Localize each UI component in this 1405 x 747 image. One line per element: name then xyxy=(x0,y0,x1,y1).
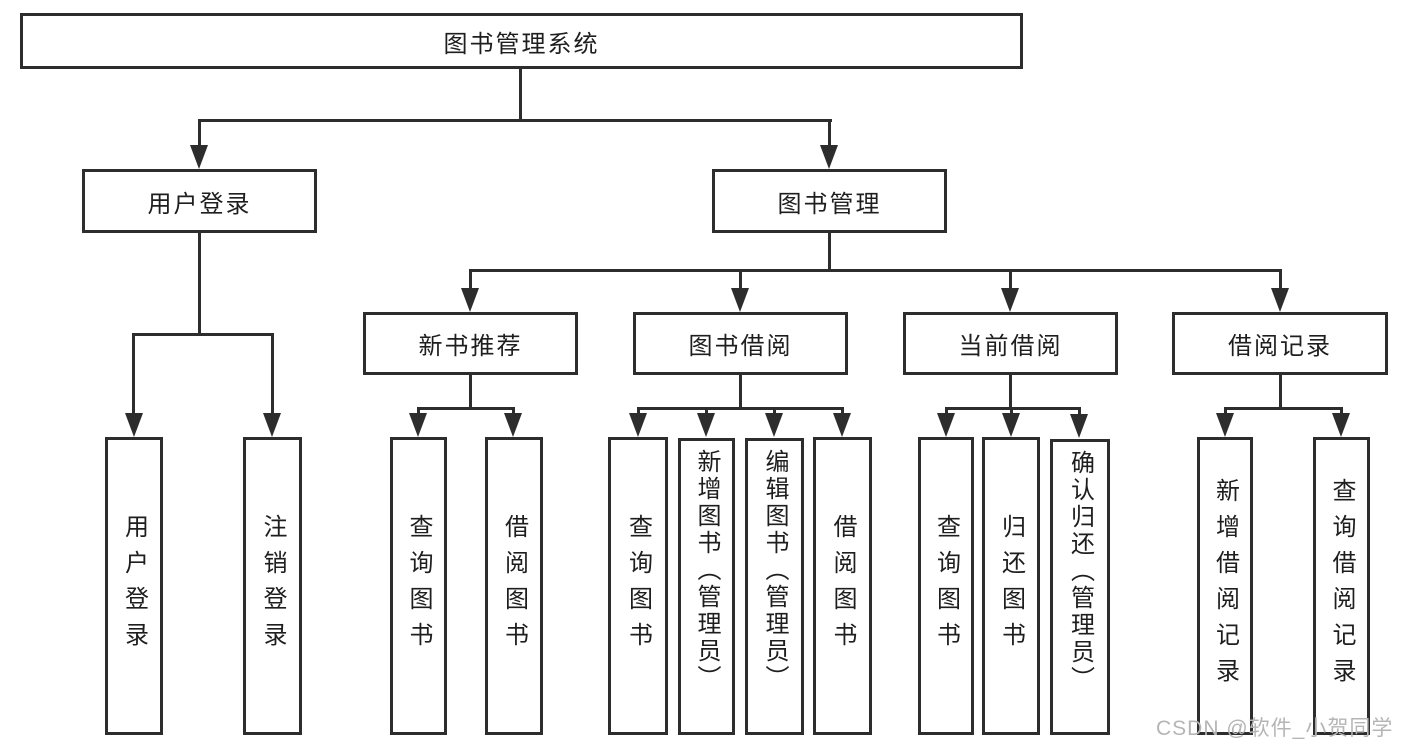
leaf-user-login: 用户登录 xyxy=(105,437,163,735)
leaf-query-books-current: 查询图书 xyxy=(918,437,974,735)
arrowhead-down-icon xyxy=(765,413,783,437)
leaf-label: 注销登录 xyxy=(259,514,286,658)
leaf-label: 查询图书 xyxy=(405,514,432,658)
node-label: 图书管理系统 xyxy=(443,30,600,58)
leaf-label: 借阅图书 xyxy=(829,514,856,658)
connector-drop xyxy=(271,333,274,415)
arrowhead-down-icon xyxy=(190,145,208,169)
connector-drop xyxy=(1078,407,1081,417)
leaf-edit-books-admin: 编辑图书（管理员） xyxy=(745,438,804,735)
connector-recommend-stem xyxy=(469,375,472,410)
arrowhead-down-icon xyxy=(1070,414,1088,438)
connector-drop xyxy=(841,407,844,417)
connector-drop xyxy=(469,269,472,294)
arrowhead-down-icon xyxy=(629,413,647,437)
connector-drop xyxy=(637,407,640,417)
arrowhead-down-icon xyxy=(461,288,479,312)
leaf-label: 用户登录 xyxy=(120,514,148,658)
leaf-query-borrow-record: 查询借阅记录 xyxy=(1313,437,1370,735)
leaf-borrow-books-recommend: 借阅图书 xyxy=(485,437,543,735)
arrowhead-down-icon xyxy=(504,413,522,437)
arrowhead-down-icon xyxy=(125,413,143,437)
connector-current-rail xyxy=(945,407,1081,410)
connector-userlogin-rail xyxy=(133,333,274,336)
leaf-add-books-admin: 新增图书（管理员） xyxy=(678,438,735,735)
node-label: 图书管理 xyxy=(777,190,882,218)
connector-root-stem xyxy=(519,69,522,121)
leaf-label: 编辑图书（管理员） xyxy=(761,449,788,692)
node-book-management: 图书管理 xyxy=(712,169,947,233)
leaf-label: 借阅图书 xyxy=(500,514,528,658)
node-label: 借阅记录 xyxy=(1228,333,1332,360)
leaf-label: 查询借阅记录 xyxy=(1328,478,1355,694)
arrowhead-down-icon xyxy=(263,413,281,437)
leaf-add-borrow-record: 新增借阅记录 xyxy=(1197,437,1253,735)
connector-records-stem xyxy=(1279,375,1282,410)
connector-records-rail xyxy=(1224,407,1343,410)
leaf-logout: 注销登录 xyxy=(243,437,302,735)
leaf-query-books-recommend: 查询图书 xyxy=(390,437,447,735)
connector-drop xyxy=(1340,407,1343,417)
connector-bookmgmt-rail xyxy=(469,269,1282,272)
arrowhead-down-icon xyxy=(937,413,955,437)
arrowhead-down-icon xyxy=(1001,288,1019,312)
leaf-label: 新增图书（管理员） xyxy=(693,449,720,692)
connector-drop xyxy=(705,407,708,417)
connector-drop xyxy=(828,119,831,149)
arrowhead-down-icon xyxy=(1271,288,1289,312)
leaf-label: 归还图书 xyxy=(997,514,1025,658)
arrowhead-down-icon xyxy=(833,413,851,437)
node-label: 当前借阅 xyxy=(958,333,1063,360)
node-new-book-recommend: 新书推荐 xyxy=(363,312,578,375)
connector-drop xyxy=(417,407,420,417)
connector-drop xyxy=(773,407,776,417)
leaf-label: 新增借阅记录 xyxy=(1211,478,1239,694)
connector-drop xyxy=(945,407,948,417)
node-label: 用户登录 xyxy=(147,190,252,218)
arrowhead-down-icon xyxy=(1332,413,1350,437)
node-label: 新书推荐 xyxy=(418,333,523,360)
connector-current-stem xyxy=(1009,375,1012,410)
arrowhead-down-icon xyxy=(697,413,715,437)
leaf-borrow-books-borrow: 借阅图书 xyxy=(813,437,872,735)
arrowhead-down-icon xyxy=(820,145,838,169)
arrowhead-down-icon xyxy=(409,413,427,437)
leaf-query-books-borrow: 查询图书 xyxy=(608,437,668,735)
leaf-return-books: 归还图书 xyxy=(982,437,1040,735)
connector-drop xyxy=(1010,407,1013,417)
connector-bookmgmt-stem xyxy=(828,233,831,272)
node-user-login: 用户登录 xyxy=(82,169,317,233)
node-label: 图书借阅 xyxy=(688,333,793,360)
node-library-management-system: 图书管理系统 xyxy=(20,13,1023,69)
connector-drop xyxy=(739,269,742,294)
connector-root-rail xyxy=(198,119,832,122)
csdn-watermark: CSDN @软件_小贺同学 xyxy=(1156,717,1394,740)
connector-borrow-rail xyxy=(637,407,843,410)
node-borrow-records: 借阅记录 xyxy=(1172,312,1388,375)
node-current-borrow: 当前借阅 xyxy=(903,312,1118,375)
connector-drop xyxy=(1279,269,1282,294)
leaf-label: 查询图书 xyxy=(624,514,652,658)
connector-drop xyxy=(198,119,201,149)
arrowhead-down-icon xyxy=(1216,413,1234,437)
connector-drop xyxy=(132,333,135,415)
connector-borrow-stem xyxy=(739,375,742,410)
connector-userlogin-stem xyxy=(198,233,201,336)
leaf-label: 查询图书 xyxy=(932,514,960,658)
node-book-borrow: 图书借阅 xyxy=(633,312,848,375)
connector-drop xyxy=(1009,269,1012,294)
connector-drop xyxy=(512,407,515,417)
leaf-confirm-return-admin: 确认归还（管理员） xyxy=(1050,439,1110,735)
arrowhead-down-icon xyxy=(1002,413,1020,437)
leaf-label: 确认归还（管理员） xyxy=(1066,450,1094,693)
connector-drop xyxy=(1224,407,1227,417)
arrowhead-down-icon xyxy=(731,288,749,312)
connector-recommend-rail xyxy=(417,407,515,410)
